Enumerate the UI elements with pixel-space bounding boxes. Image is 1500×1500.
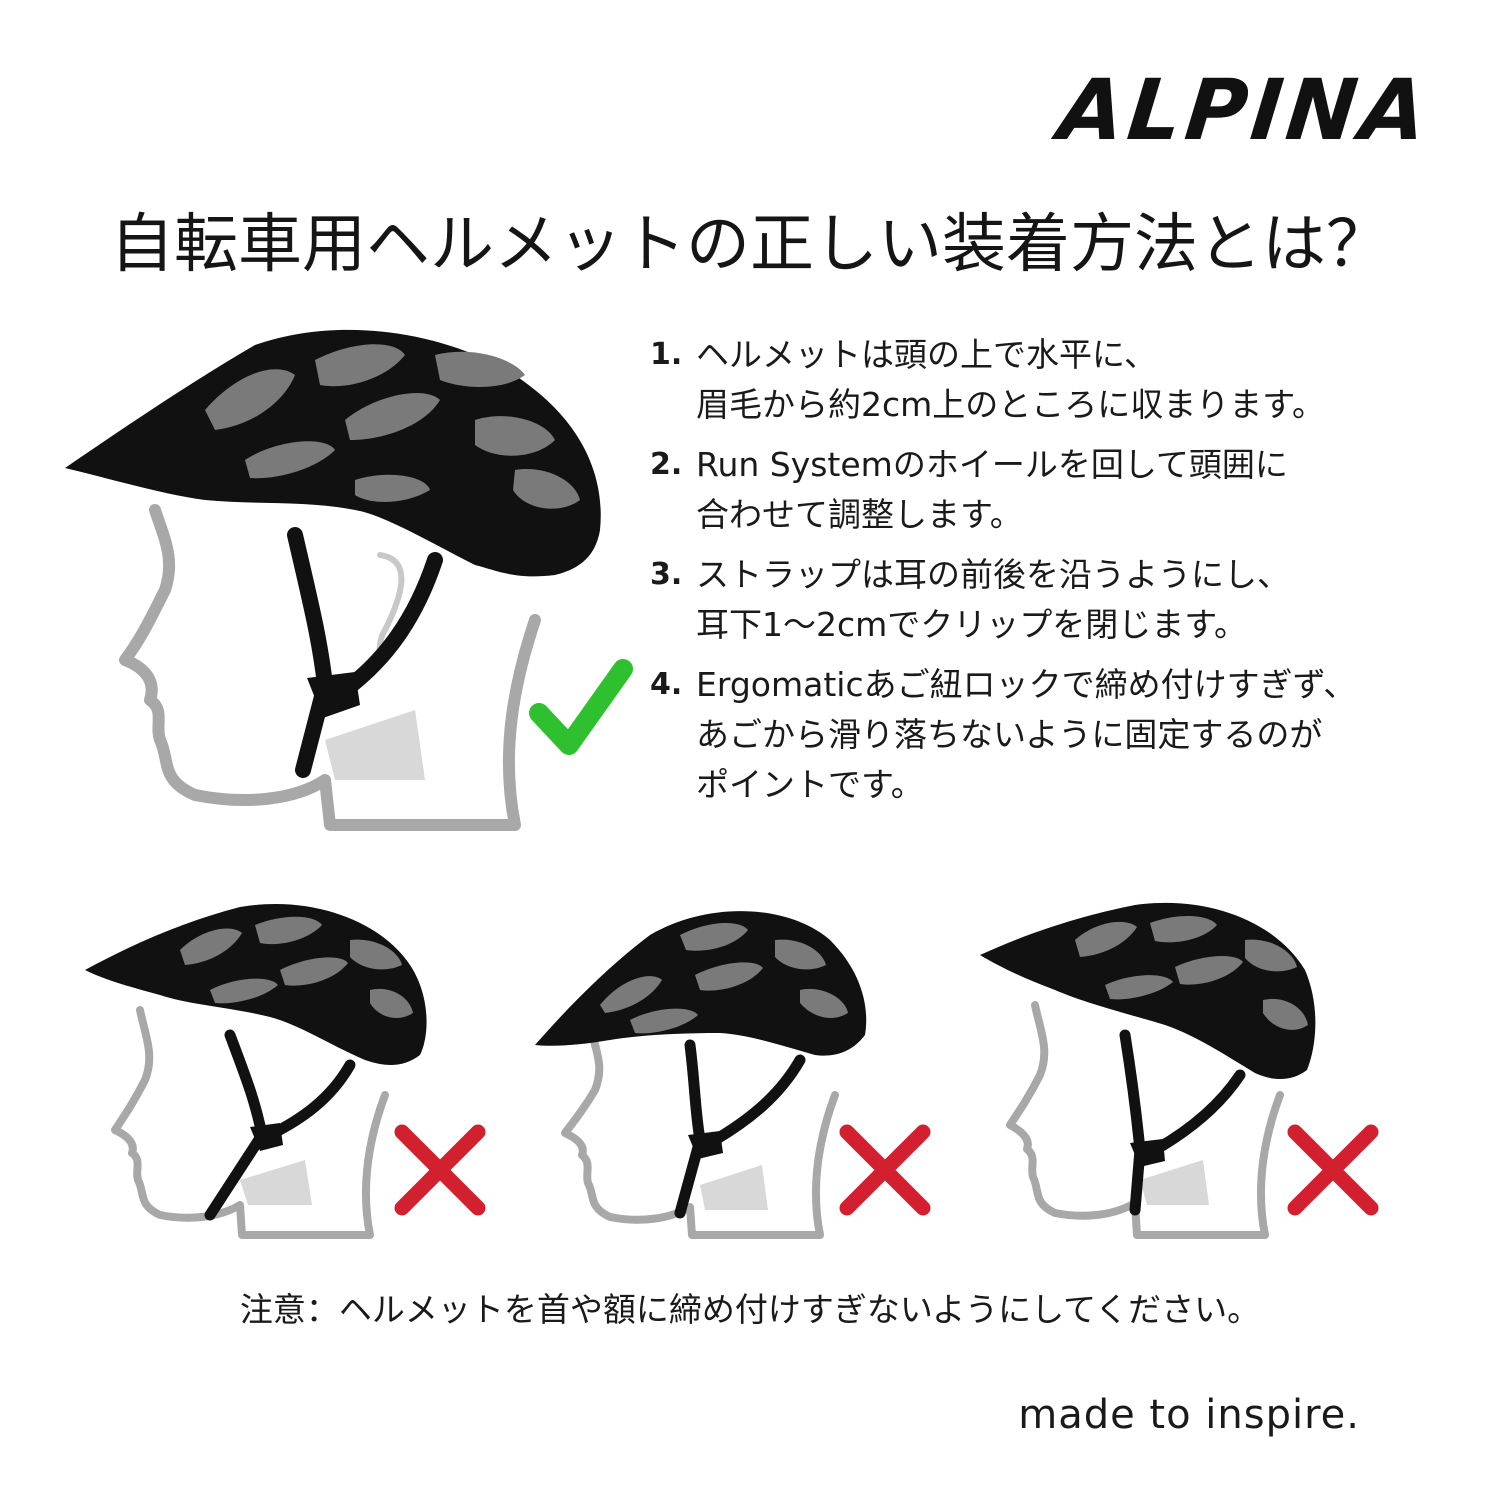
step-number: 4.: [650, 667, 683, 702]
step-1: 1. ヘルメットは頭の上で水平に、 眉毛から約2cm上のところに収まります。: [650, 330, 1450, 430]
incorrect-fit-illustration-1: [85, 904, 427, 1239]
step-text: ストラップは耳の前後を沿うようにし、 耳下1～2cmでクリップを閉じます。: [696, 555, 1290, 644]
page-title: 自転車用ヘルメットの正しい装着方法とは？: [110, 208, 1390, 282]
head-outline: [561, 1021, 839, 1239]
step-text: ヘルメットは頭の上で水平に、 眉毛から約2cm上のところに収まります。: [696, 335, 1325, 424]
caution-note: 注意：ヘルメットを首や額に締め付けすぎないようにしてください。: [239, 1290, 1261, 1329]
brand-logo: ALPINA: [1054, 61, 1436, 159]
step-number: 1.: [650, 337, 683, 372]
helmet-shape: [65, 329, 601, 778]
step-number: 3.: [650, 557, 683, 592]
helmet-shape: [535, 911, 867, 1219]
step-3: 3. ストラップは耳の前後を沿うようにし、 耳下1～2cmでクリップを閉じます。: [650, 550, 1450, 650]
head-outline: [111, 1006, 389, 1239]
check-icon: [529, 659, 633, 755]
head-outline: [119, 504, 541, 831]
cross-icon: [1287, 1124, 1379, 1216]
head-outline: [1006, 1001, 1284, 1239]
instruction-steps: 1. ヘルメットは頭の上で水平に、 眉毛から約2cm上のところに収まります。 2…: [650, 330, 1450, 804]
helmet-shape: [980, 902, 1316, 1216]
cross-icon: [394, 1124, 486, 1216]
strap-buckle: [307, 672, 360, 718]
step-number: 2.: [650, 447, 683, 482]
neck-shadow: [325, 710, 425, 780]
step-text: Ergomaticあご紐ロックで締め付けすぎず、 あごから滑り落ちないように固定…: [696, 665, 1357, 804]
correct-fit-illustration: [65, 329, 601, 831]
cross-icon: [839, 1124, 931, 1216]
incorrect-fit-illustration-3: [980, 902, 1316, 1239]
incorrect-fit-illustration-2: [535, 911, 867, 1239]
step-2: 2. Run Systemのホイールを回して頭囲に 合わせて調整します。: [650, 440, 1450, 540]
step-4: 4. Ergomaticあご紐ロックで締め付けすぎず、 あごから滑り落ちないよう…: [650, 660, 1450, 810]
brand-tagline: made to inspire.: [1018, 1392, 1360, 1438]
step-text: Run Systemのホイールを回して頭囲に 合わせて調整します。: [696, 445, 1288, 534]
helmet-shape: [85, 904, 427, 1221]
chin-strap: [287, 527, 334, 778]
